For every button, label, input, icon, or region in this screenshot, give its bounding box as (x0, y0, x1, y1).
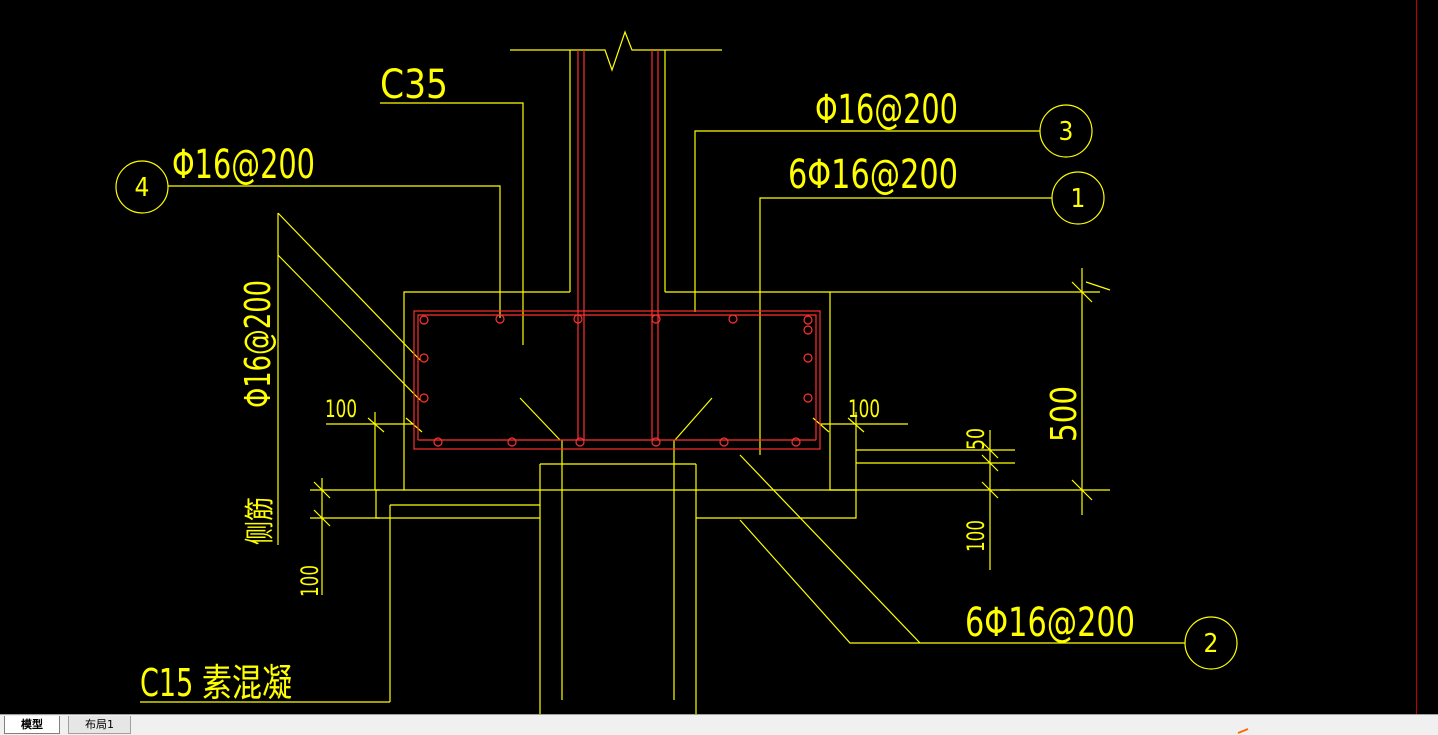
callout-3-number: 3 (1059, 117, 1074, 147)
callout-1-number: 1 (1071, 184, 1086, 214)
tab-model[interactable]: 模型 (4, 716, 60, 734)
c35-leader (380, 102, 524, 345)
label-side-rebar: 侧筋 (243, 497, 278, 545)
callout-1-circle (1051, 171, 1105, 225)
callout-2-circle (1184, 616, 1238, 670)
dim-100-left-htick-a (367, 417, 385, 433)
dim-100-tick (981, 481, 999, 499)
drawing-border-line (1416, 0, 1417, 714)
rebar-cage-outer (413, 310, 821, 450)
diag-hook-right (674, 397, 713, 441)
dim-label-100-vertical-right: 100 (962, 520, 990, 552)
callout-3-circle (1039, 104, 1093, 158)
label-rebar-1: 6Φ16@200 (788, 152, 958, 198)
rebar-dots (419, 314, 813, 447)
diag-hook-left (519, 397, 561, 441)
label-side-rebar-spec: Φ16@200 (238, 280, 279, 408)
dim-500-top-ext (1085, 281, 1111, 291)
dim-label-500: 500 (1044, 386, 1085, 442)
label-rebar-3: Φ16@200 (815, 87, 958, 133)
rebar2-leader-b (739, 454, 921, 644)
callout-4-circle (115, 160, 169, 214)
cap-outline-left (375, 291, 570, 519)
dim-label-50: 50 (962, 428, 990, 450)
callout-4-number: 4 (135, 173, 150, 203)
rebar3-leader (694, 130, 1040, 312)
callout-2-number: 2 (1204, 629, 1219, 659)
rebar4-leader (168, 185, 501, 318)
rebar1-leader (759, 197, 1052, 455)
layout-tab-bar: 模型 布局1 (0, 714, 1438, 735)
cursor-marker-icon (1237, 728, 1249, 734)
label-rebar-2: 6Φ16@200 (965, 600, 1135, 646)
side-rebar-leader-a (277, 212, 421, 361)
dim-50-tick-b (981, 454, 999, 472)
cad-drawing: C35 Φ16@200 6Φ16@200 Φ16@200 6Φ16@200 Φ1… (115, 30, 1238, 714)
rebar-cage-inner (417, 314, 817, 440)
column-break-line (510, 30, 722, 72)
label-rebar-4: Φ16@200 (172, 142, 315, 188)
drawing-canvas[interactable]: C35 Φ16@200 6Φ16@200 Φ16@200 6Φ16@200 Φ1… (0, 0, 1438, 714)
dim-100-left-tick-b (313, 509, 331, 527)
side-rebar-leader-b (277, 254, 421, 401)
dim-50-tick-a (981, 441, 999, 459)
dim-label-100-right: 100 (848, 395, 880, 423)
rebar-linework (413, 50, 821, 450)
outline-linework (115, 30, 1238, 714)
dim-500-tick-top (1071, 281, 1093, 303)
tab-layout1[interactable]: 布局1 (68, 716, 131, 734)
dim-100-right-htick-b (847, 417, 865, 433)
label-c15-plain-concrete: C15 素混凝 (140, 661, 292, 705)
dim-label-100-left: 100 (325, 395, 357, 423)
dim-100-left-tick-a (313, 481, 331, 499)
drawing-labels: C35 Φ16@200 6Φ16@200 Φ16@200 6Φ16@200 Φ1… (135, 62, 1219, 705)
label-c35: C35 (380, 62, 448, 108)
dim-label-100-vertical-left: 100 (296, 565, 324, 597)
rebar2-leader-a (739, 519, 1185, 644)
